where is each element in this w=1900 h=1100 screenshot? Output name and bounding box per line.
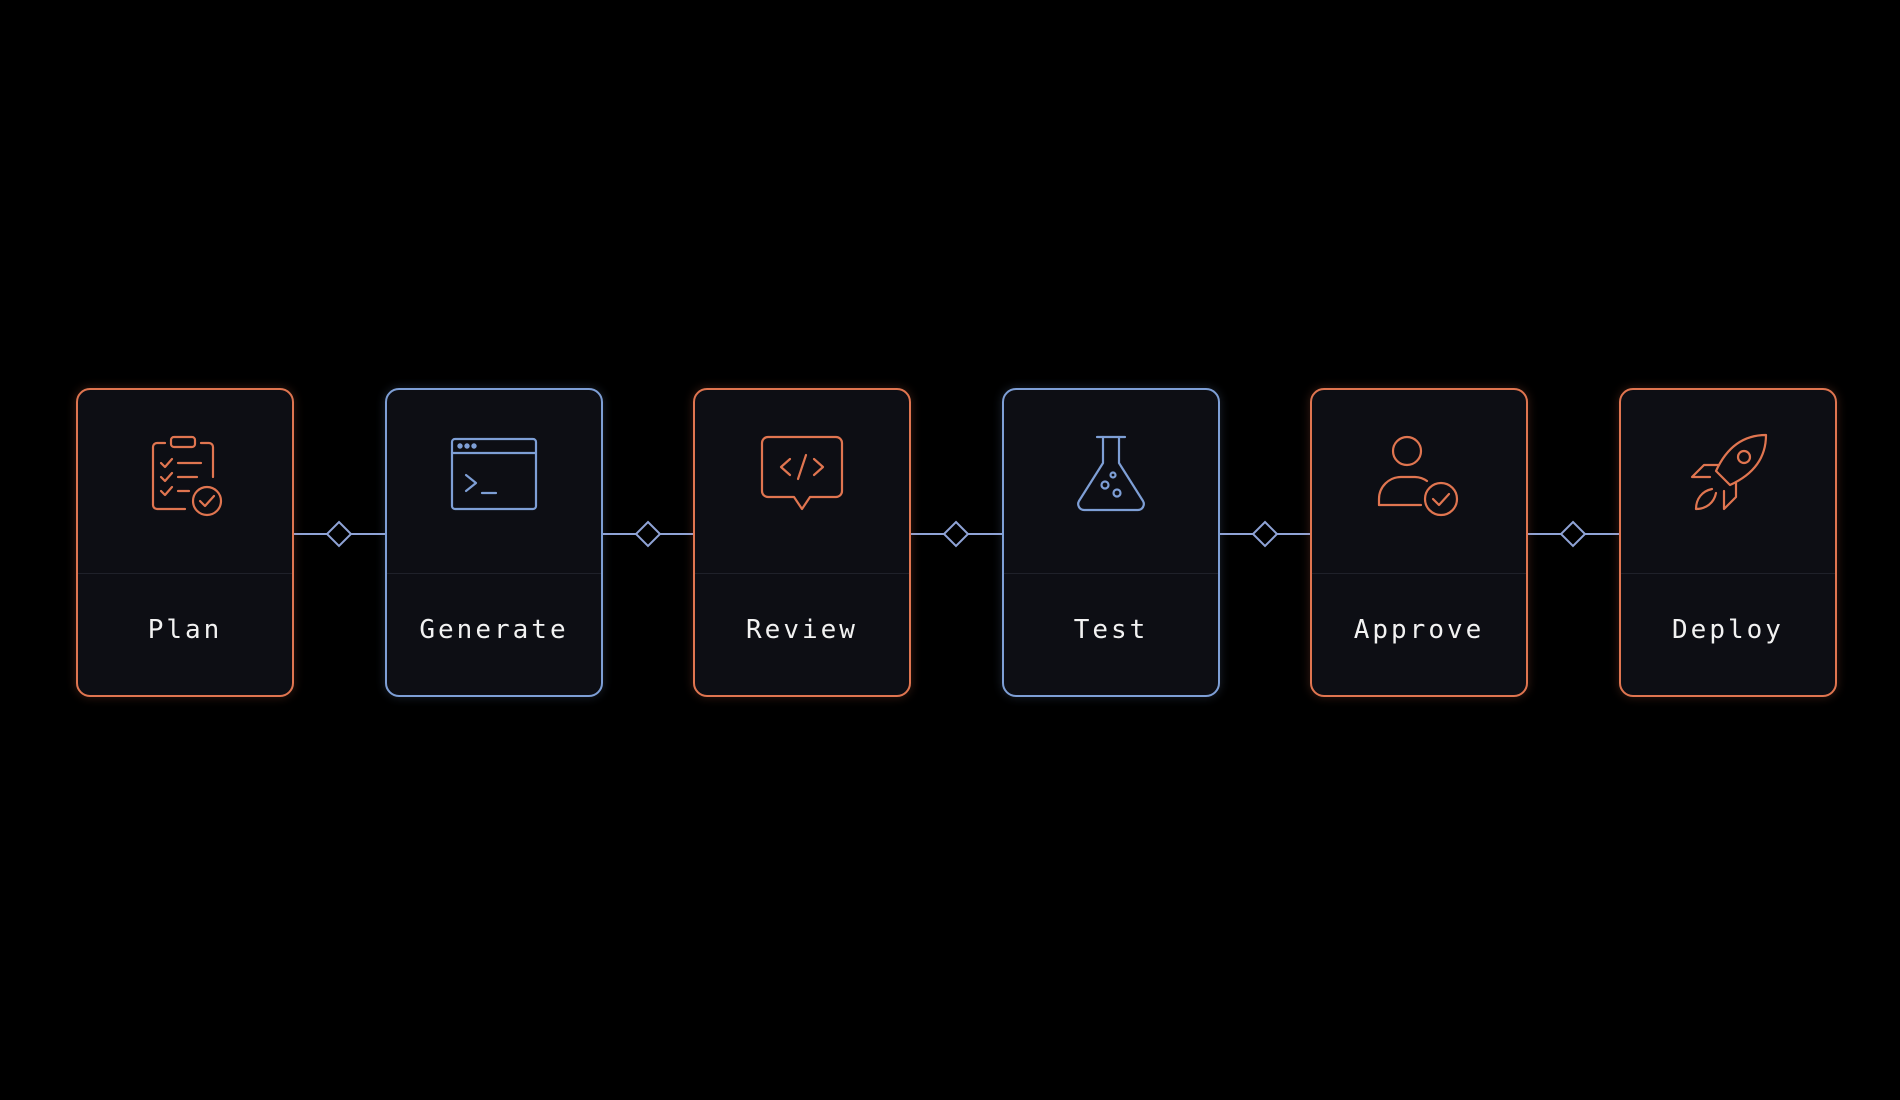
diamond-icon [942, 520, 970, 548]
clipboard-check-icon [151, 435, 223, 516]
stage-icon-area [695, 390, 909, 573]
card-divider [695, 573, 909, 574]
stage-label: Deploy [1672, 614, 1784, 645]
stage-card-test: Test [1002, 388, 1220, 697]
flask-icon [1077, 435, 1145, 511]
card-divider [1312, 573, 1526, 574]
stage-card-approve: Approve [1310, 388, 1528, 697]
diamond-icon [325, 520, 353, 548]
stage-label: Review [746, 614, 858, 645]
rocket-icon [1690, 433, 1768, 510]
terminal-window-icon [450, 437, 538, 510]
code-speech-bubble-icon [760, 435, 844, 510]
stage-card-generate: Generate [385, 388, 603, 697]
card-divider [78, 573, 292, 574]
card-divider [1004, 573, 1218, 574]
stage-icon-area [1621, 390, 1835, 573]
diamond-icon [1251, 520, 1279, 548]
stage-card-review: Review [693, 388, 911, 697]
stage-icon-area [387, 390, 601, 573]
stage-card-deploy: Deploy [1619, 388, 1837, 697]
stage-card-plan: Plan [76, 388, 294, 697]
stage-icon-area [1004, 390, 1218, 573]
stage-label: Test [1073, 614, 1149, 645]
stage-label: Plan [147, 614, 223, 645]
card-divider [1621, 573, 1835, 574]
card-divider [387, 573, 601, 574]
stage-icon-area [1312, 390, 1526, 573]
stage-label: Generate [419, 614, 569, 645]
user-check-icon [1377, 435, 1459, 516]
diamond-icon [1559, 520, 1587, 548]
diamond-icon [634, 520, 662, 548]
stage-label: Approve [1353, 614, 1485, 645]
stage-icon-area [78, 390, 292, 573]
